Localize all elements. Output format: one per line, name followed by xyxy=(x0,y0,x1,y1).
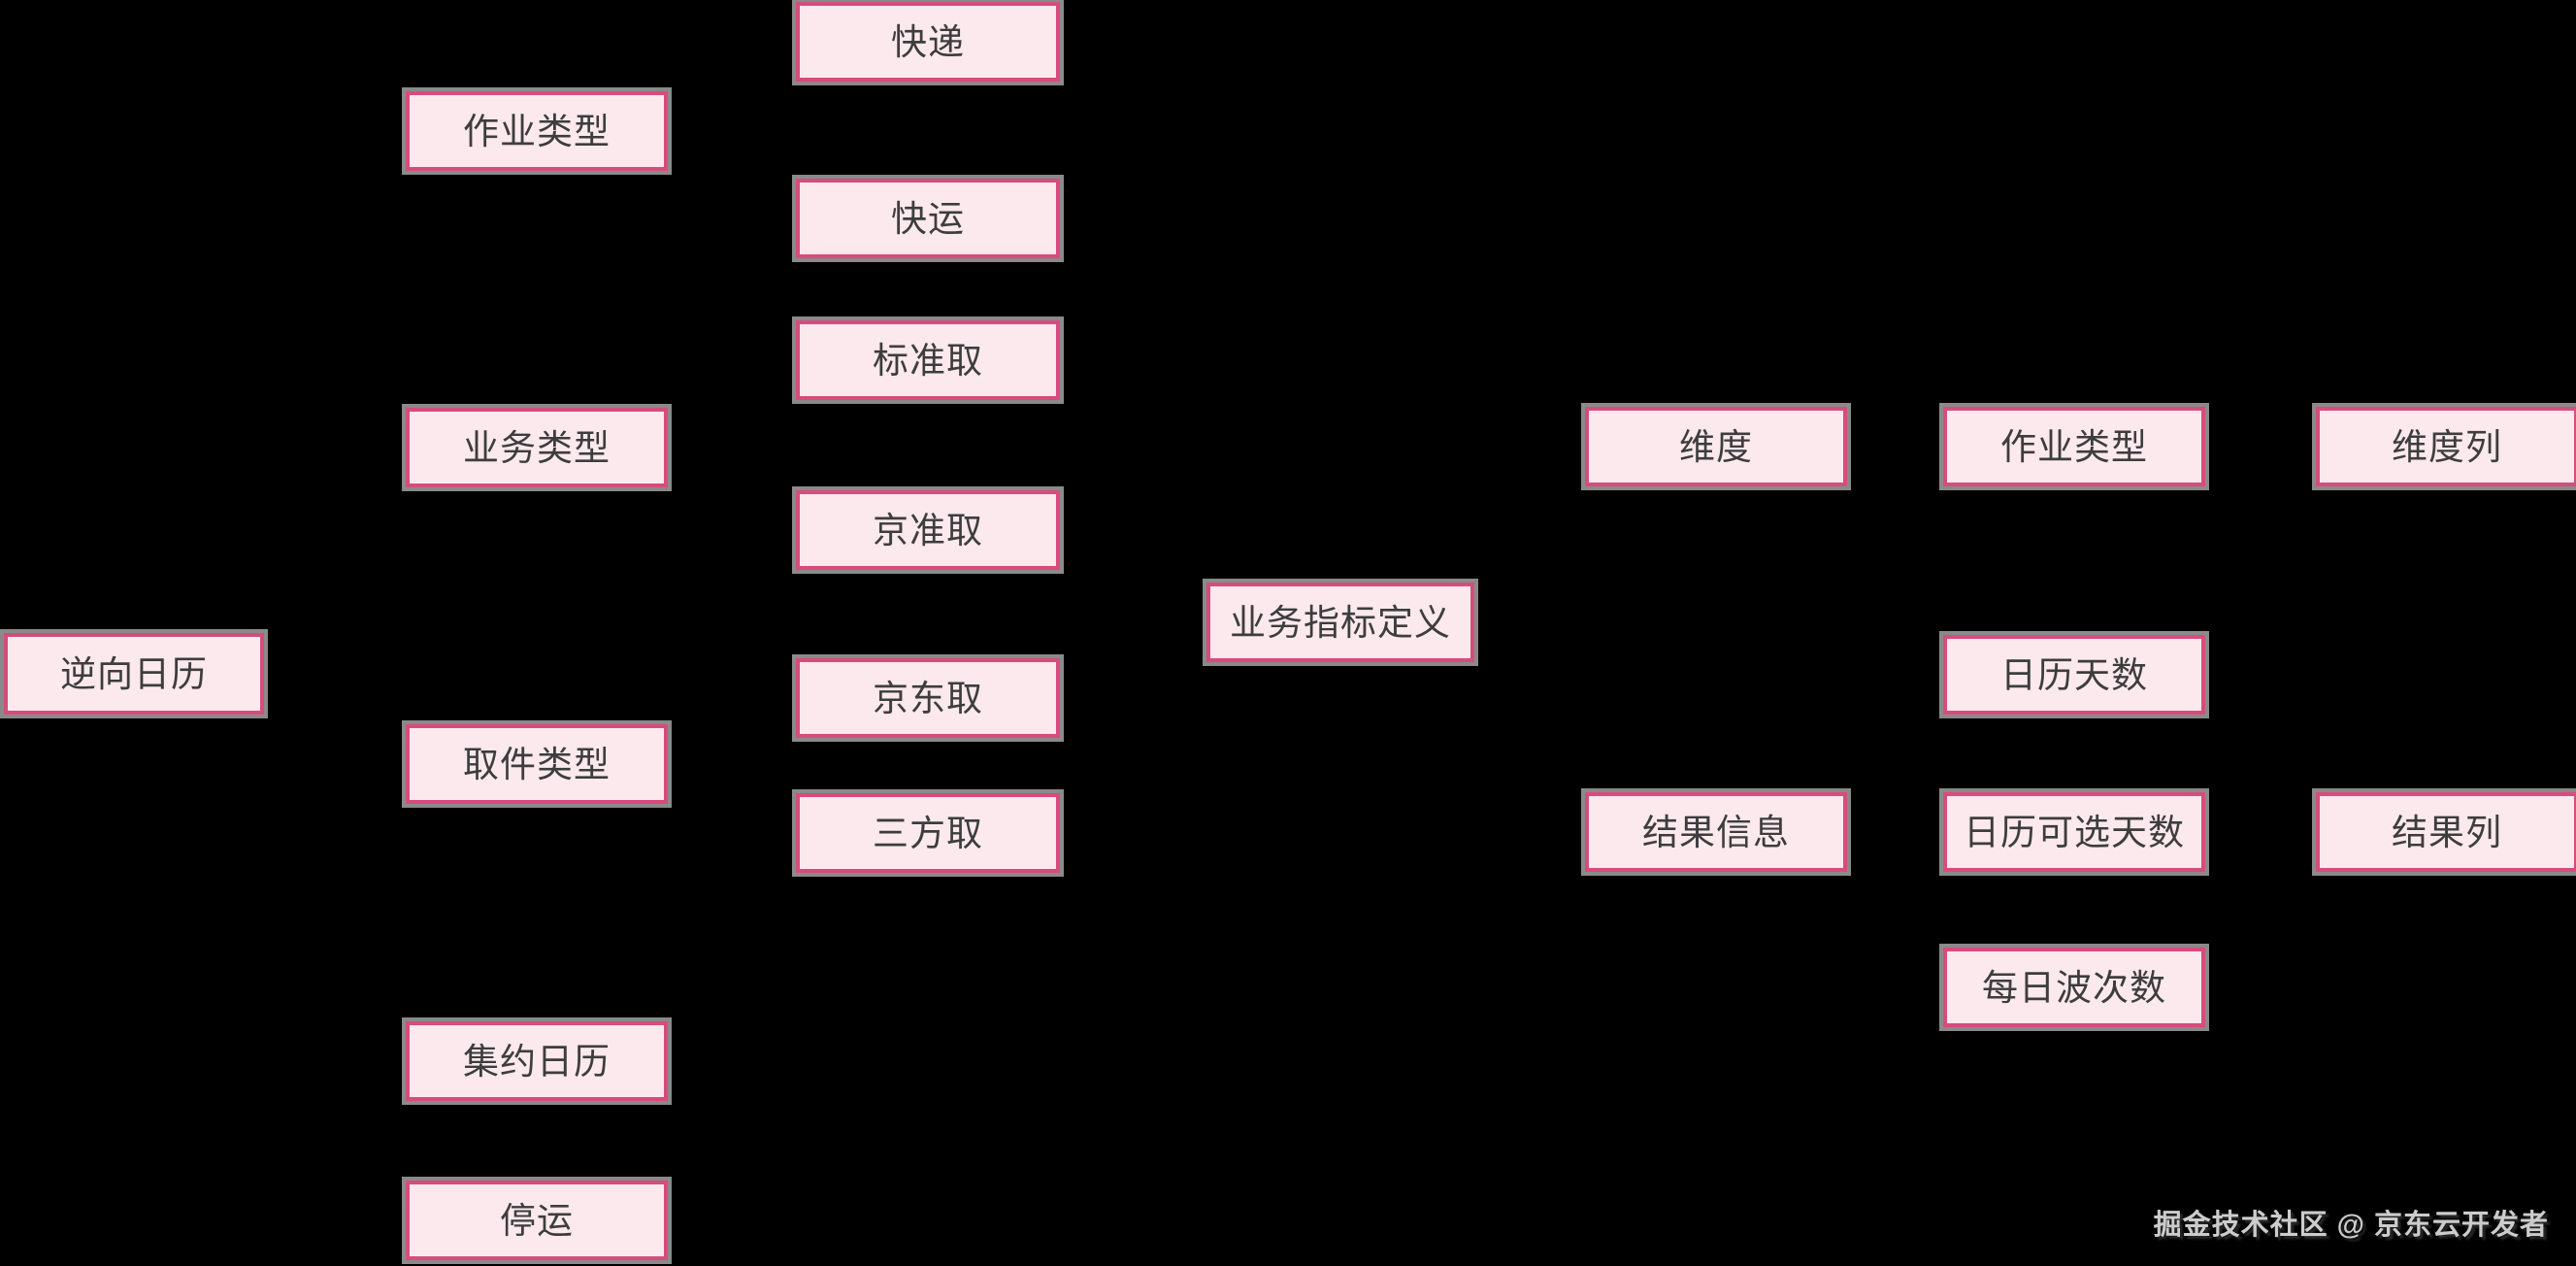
watermark-text: 掘金技术社区 @ 京东云开发者 xyxy=(2153,1210,2549,1241)
diagram-node: 业务指标定义 xyxy=(1206,583,1474,662)
diagram-node: 京东取 xyxy=(796,658,1060,738)
diagram-node: 快递 xyxy=(796,2,1060,82)
diagram-node: 日历天数 xyxy=(1943,635,2205,715)
diagram-node: 结果列 xyxy=(2316,792,2576,872)
diagram-node: 作业类型 xyxy=(1943,407,2205,486)
diagram-node: 结果信息 xyxy=(1585,792,1847,872)
diagram-node: 日历可选天数 xyxy=(1943,792,2205,872)
diagram-node: 集约日历 xyxy=(406,1021,668,1101)
diagram-node: 京准取 xyxy=(796,490,1060,570)
diagram-node: 三方取 xyxy=(796,793,1060,873)
diagram-node: 维度 xyxy=(1585,407,1847,486)
diagram-node: 业务类型 xyxy=(406,408,668,487)
diagram-node: 逆向日历 xyxy=(4,633,264,715)
diagram-node: 每日波次数 xyxy=(1943,948,2205,1027)
diagram-node: 作业类型 xyxy=(406,91,668,171)
diagram-node: 停运 xyxy=(406,1181,668,1260)
diagram-node: 取件类型 xyxy=(406,724,668,804)
diagram-node: 维度列 xyxy=(2316,407,2576,486)
diagram-node: 快运 xyxy=(796,179,1060,258)
diagram-node: 标准取 xyxy=(796,320,1060,400)
